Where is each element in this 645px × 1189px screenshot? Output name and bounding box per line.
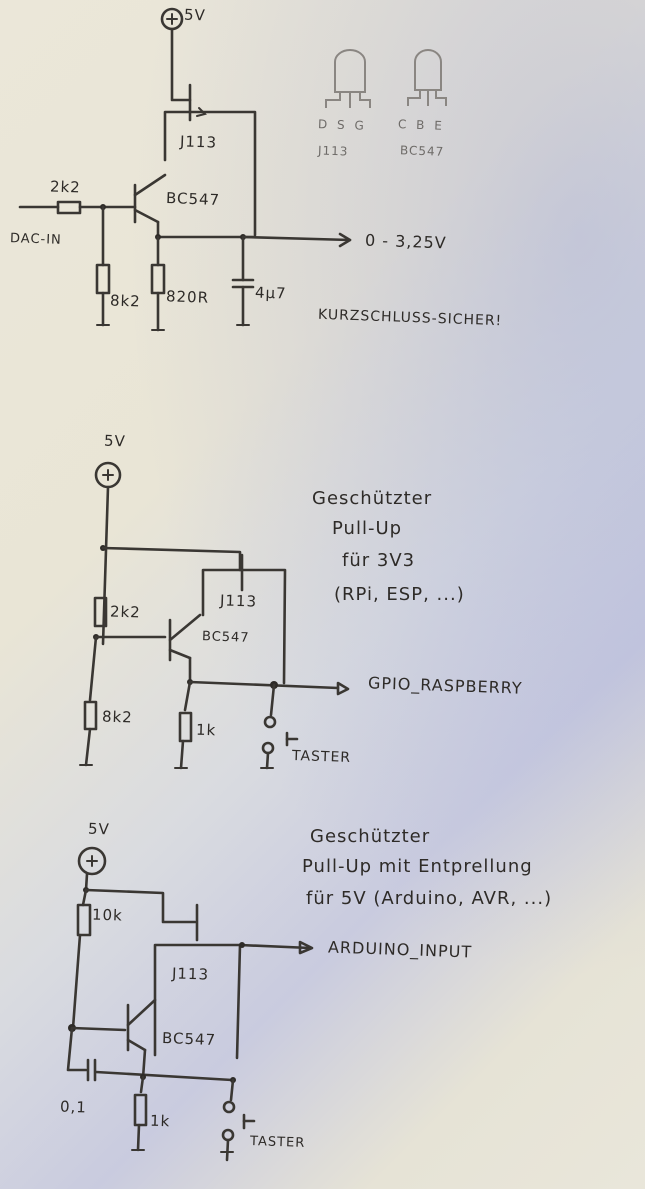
- input-label-1: DAC-IN: [9, 231, 63, 248]
- r-top-label-2: 2k2: [109, 602, 142, 622]
- resistor-8k2-1: [95, 263, 111, 295]
- output-wire-1: [241, 235, 352, 242]
- output-label-1: 0 - 3,25V: [364, 230, 448, 253]
- pinout-bjt-pins: C B E: [397, 117, 446, 133]
- cap-label-1: 4µ7: [254, 283, 287, 303]
- button-label-2: TASTER: [291, 747, 352, 767]
- output-wire-2: [188, 680, 340, 690]
- r-emitter-label-3: 1k: [149, 1111, 171, 1131]
- supply-label-2: 5V: [103, 431, 127, 451]
- bjt-label-2: BC547: [201, 629, 250, 646]
- r-top-label-3: 10k: [91, 905, 124, 925]
- resistor-2k2-2: [93, 596, 108, 628]
- r-base-label-1: 8k2: [109, 291, 142, 311]
- jfet-label-3: J113: [171, 964, 210, 984]
- output-wire-3: [238, 943, 312, 950]
- wire: [170, 27, 192, 102]
- button-label-3: TASTER: [249, 1134, 306, 1151]
- title-line-3-3: für 5V (Arduino, AVR, ...): [306, 888, 553, 909]
- title-line-2-3: für 3V3: [342, 550, 416, 571]
- r-bottom-label-2: 8k2: [101, 707, 134, 727]
- pinout-sketch: [325, 49, 447, 108]
- resistor-1k-3: [133, 1093, 148, 1127]
- jfet-label-2: J113: [219, 591, 258, 611]
- jfet-label-1: J113: [179, 132, 218, 152]
- resistor-820r-1: [150, 263, 166, 295]
- circuit-3: [66, 846, 314, 1162]
- circuit-2: [79, 461, 350, 770]
- r-in-label-1: 2k2: [49, 177, 82, 197]
- title-line-2-4: (RPi, ESP, ...): [334, 584, 465, 605]
- button-taster-3: [222, 1100, 236, 1114]
- cap-label-3: 0,1: [59, 1097, 88, 1117]
- pinout-jfet-pins: D S G: [317, 117, 368, 133]
- pinout-jfet-name: J113: [317, 143, 349, 159]
- resistor-2k2-1: [56, 200, 82, 215]
- title-line-2-1: Geschützter: [312, 488, 433, 509]
- bjt-label-1: BC547: [165, 189, 221, 209]
- title-line-3-2: Pull-Up mit Entprellung: [302, 856, 533, 877]
- pinout-bjt-name: BC547: [399, 143, 445, 159]
- button-taster-2: [263, 715, 277, 729]
- title-line-2-2: Pull-Up: [332, 518, 403, 539]
- resistor-8k2-2: [83, 700, 98, 731]
- resistor-10k-3: [76, 903, 92, 937]
- supply-label-1: 5V: [183, 5, 207, 25]
- r-emitter-label-2: 1k: [195, 720, 217, 740]
- r-emitter-label-1: 820R: [165, 287, 210, 307]
- supply-5v-symbol-3: [77, 846, 107, 876]
- resistor-1k-2: [178, 711, 193, 743]
- bjt-label-3: BC547: [161, 1029, 217, 1049]
- title-line-3-1: Geschützter: [310, 826, 431, 847]
- circuit-1: [18, 7, 447, 332]
- supply-label-3: 5V: [87, 819, 111, 839]
